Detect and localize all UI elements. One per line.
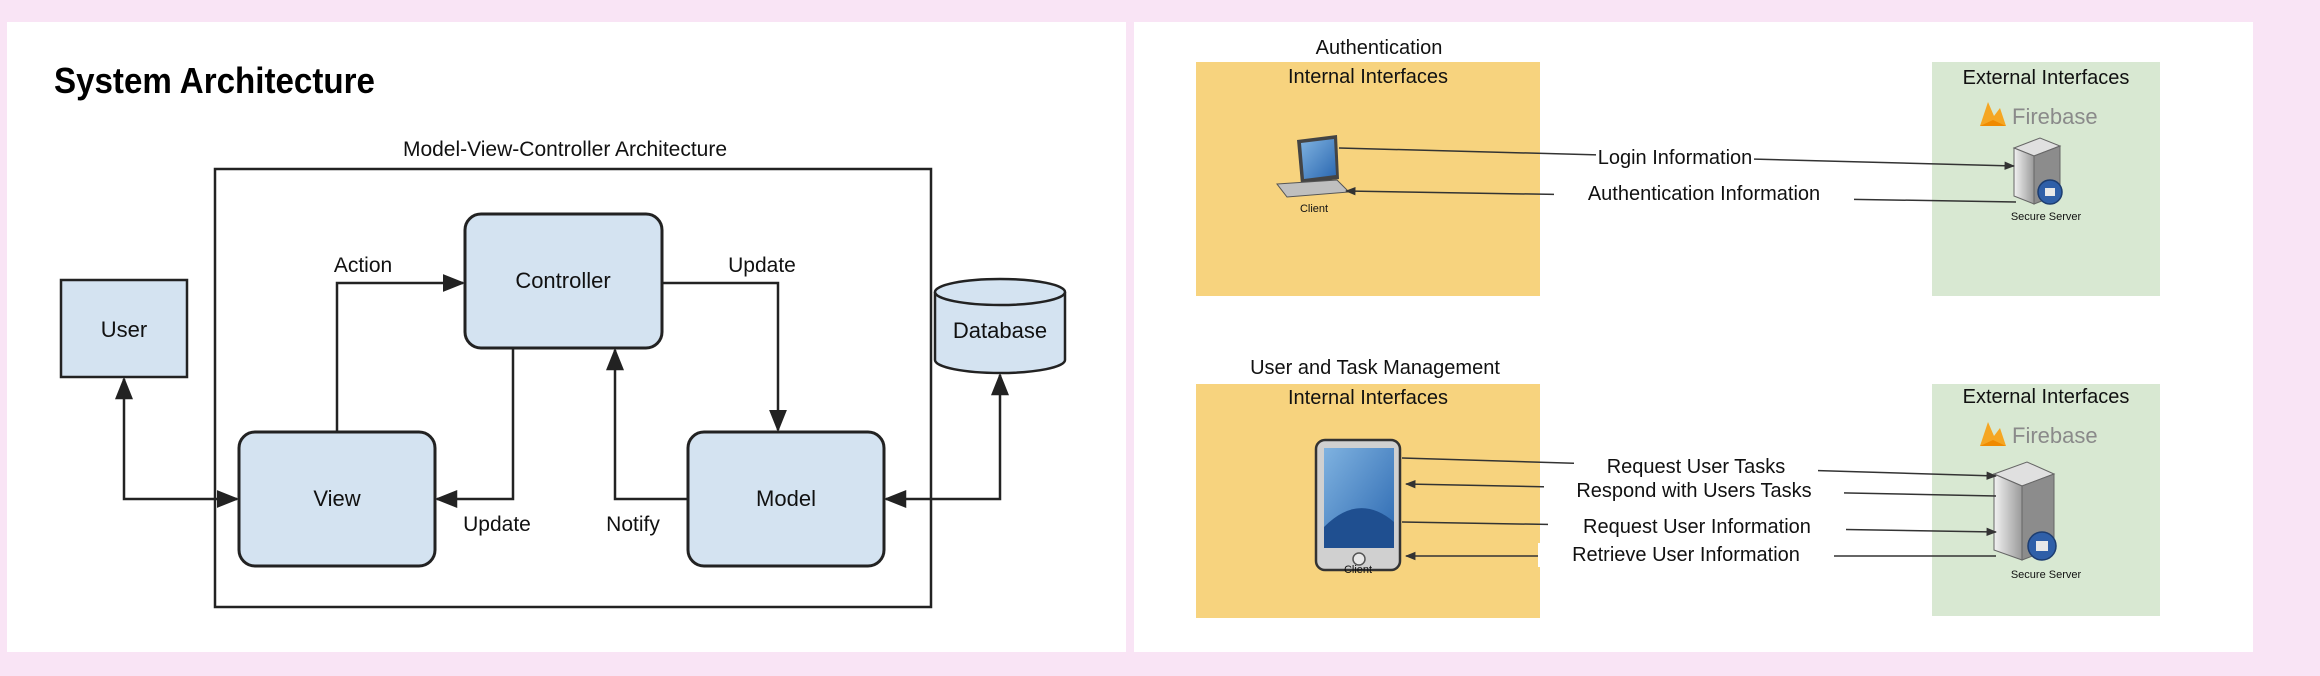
utm-msg-respond-tasks-label: Respond with Users Tasks (1576, 480, 1811, 502)
edge-update-view-label: Update (463, 513, 531, 536)
auth-server-label: Secure Server (2011, 211, 2082, 223)
utm-msg-request-tasks-label: Request User Tasks (1607, 456, 1786, 478)
edge-update-model-label: Update (728, 254, 796, 277)
edge-update-model (662, 281, 787, 433)
utm-external-label: External Interfaces (1963, 386, 2130, 408)
utm-section: User and Task Management Internal Interf… (1196, 357, 2160, 618)
auth-msg-auth-label: Authentication Information (1588, 183, 1820, 205)
laptop-icon (1276, 135, 1351, 198)
page-title: System Architecture (54, 60, 375, 101)
utm-msg-retrieve-info-bg (1538, 543, 1834, 567)
utm-msg-request-tasks-bg (1574, 455, 1818, 479)
edge-update-view (434, 348, 515, 508)
utm-client-label: Client (1344, 564, 1372, 576)
server-icon (2012, 137, 2063, 205)
utm-msg-request-info-label: Request User Information (1583, 516, 1811, 538)
user-node-label: User (101, 317, 147, 342)
interfaces-panel: Authentication Internal Interfaces Exter… (1134, 22, 2253, 652)
auth-internal-label: Internal Interfaces (1288, 66, 1448, 88)
view-node-label: View (313, 486, 360, 511)
edge-database-model (883, 372, 1009, 508)
edge-action (335, 274, 466, 432)
tablet-icon (1314, 438, 1402, 572)
controller-node-label: Controller (515, 268, 610, 293)
system-architecture-panel: System Architecture Model-View-Controlle… (7, 22, 1126, 652)
auth-firebase-label: Firebase (2012, 104, 2098, 129)
auth-client-label: Client (1300, 203, 1328, 215)
utm-section-title: User and Task Management (1250, 357, 1500, 379)
auth-external-label: External Interfaces (1963, 67, 2130, 89)
mvc-diagram: Model-View-Controller Architecture User … (59, 138, 1067, 609)
utm-firebase-label: Firebase (2012, 423, 2098, 448)
edge-action-label: Action (334, 254, 392, 277)
model-node-label: Model (756, 486, 816, 511)
edge-notify-label: Notify (606, 513, 660, 536)
database-node (933, 277, 1067, 375)
firebase-icon (1980, 102, 2006, 126)
firebase-icon (1980, 422, 2006, 446)
auth-msg-login-bg (1596, 146, 1754, 170)
utm-msg-retrieve-info-label: Retrieve User Information (1572, 544, 1800, 566)
utm-server-label: Secure Server (2011, 569, 2082, 581)
user-node (59, 278, 189, 379)
database-node-label: Database (953, 318, 1047, 343)
auth-msg-login-label: Login Information (1598, 147, 1753, 169)
utm-internal-label: Internal Interfaces (1288, 387, 1448, 409)
interfaces-diagram: Authentication Internal Interfaces Exter… (1196, 37, 2160, 618)
auth-section-title: Authentication (1316, 37, 1443, 59)
auth-section: Authentication Internal Interfaces Exter… (1196, 37, 2160, 296)
utm-msg-respond-tasks-bg (1544, 479, 1844, 503)
edge-notify (606, 347, 688, 501)
server-icon (1992, 461, 2057, 561)
utm-msg-request-info-bg (1548, 515, 1846, 539)
auth-internal-box (1196, 62, 1540, 296)
edge-user-view (115, 376, 240, 508)
mvc-caption: Model-View-Controller Architecture (403, 138, 727, 161)
auth-msg-auth-bg (1554, 182, 1854, 206)
